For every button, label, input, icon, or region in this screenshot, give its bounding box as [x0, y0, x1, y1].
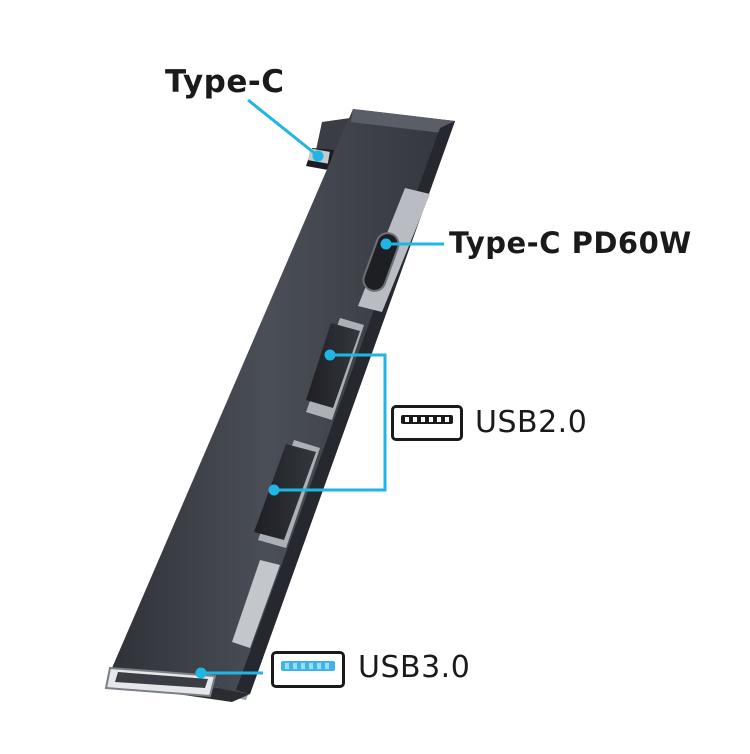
usb-2-port-icon — [391, 405, 463, 441]
usb2-label: USB2.0 — [475, 405, 588, 440]
usb2-port-upper — [306, 323, 360, 408]
callout-usb2 — [273, 353, 387, 492]
usb3-pins — [285, 663, 331, 669]
usb-3-port-icon — [271, 651, 345, 688]
usb2-port-lower — [254, 444, 316, 540]
callout-type-c — [247, 98, 319, 158]
usb3-label: USB3.0 — [358, 650, 471, 685]
type-c-pd-label: Type-C PD60W — [449, 226, 692, 260]
type-c-label: Type-C — [165, 64, 285, 100]
port-slots — [232, 188, 430, 648]
usb3-port — [104, 666, 217, 698]
callout-lines — [195, 98, 444, 679]
usb2-pins — [405, 417, 449, 422]
